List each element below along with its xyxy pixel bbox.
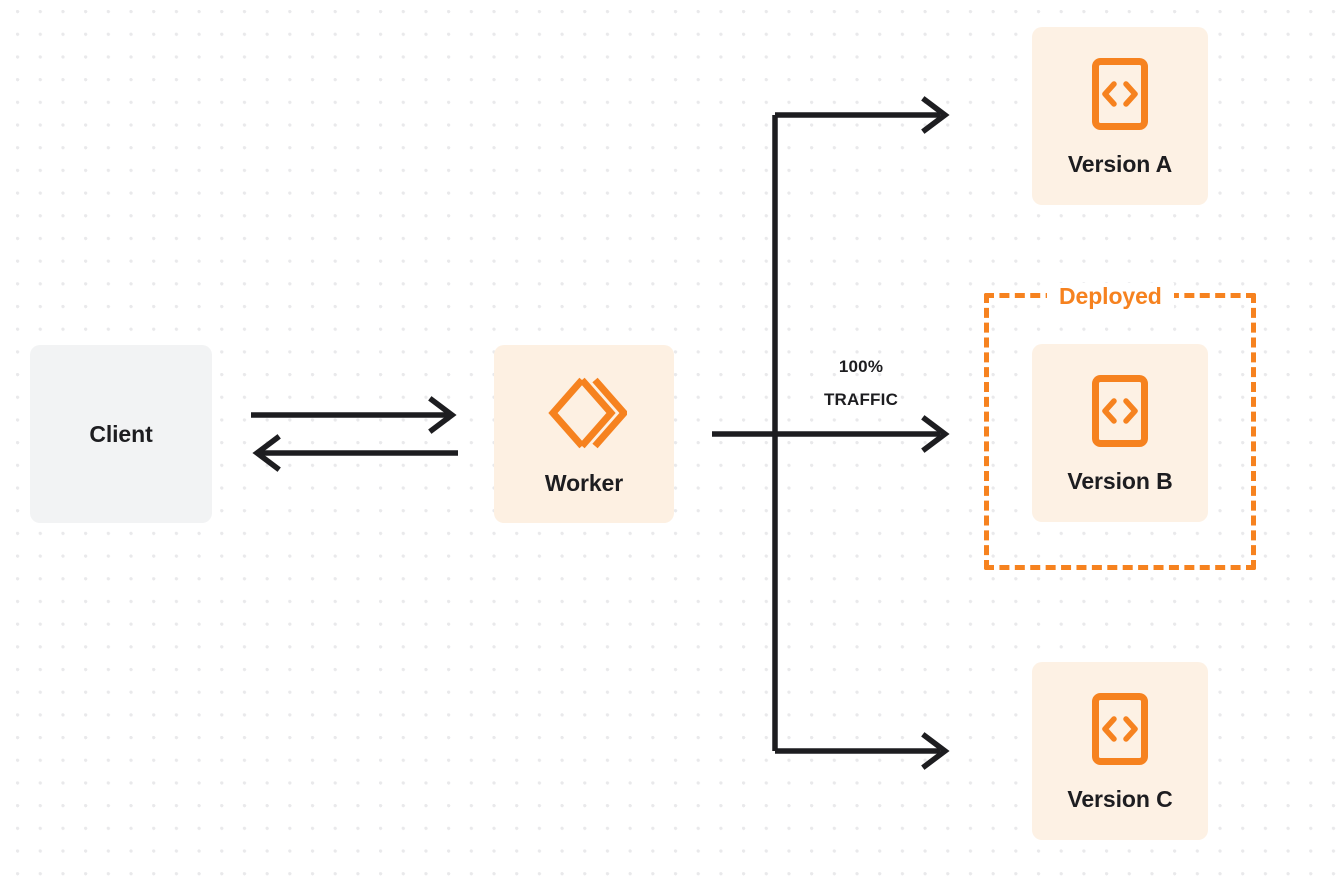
code-file-icon	[1091, 57, 1149, 131]
node-worker-label: Worker	[544, 469, 624, 496]
code-file-icon	[1091, 692, 1149, 766]
node-version-c[interactable]: Version C	[1032, 662, 1208, 840]
code-file-icon	[1091, 374, 1149, 448]
node-client-label: Client	[89, 420, 153, 447]
edge-worker-to-version-b	[712, 415, 950, 453]
deployed-badge: Deployed	[1047, 283, 1174, 309]
node-version-b-label: Version B	[1067, 467, 1173, 494]
edge-worker-to-client	[252, 434, 458, 472]
node-client[interactable]: Client	[30, 345, 212, 523]
edge-worker-to-version-c	[775, 732, 950, 770]
node-version-a-label: Version A	[1067, 150, 1173, 177]
node-version-c-label: Version C	[1067, 785, 1173, 812]
edge-client-to-worker	[251, 396, 457, 434]
edge-worker-to-version-a	[775, 96, 950, 134]
node-version-b[interactable]: Version B	[1032, 344, 1208, 522]
cloudflare-workers-logo-icon	[541, 374, 627, 452]
traffic-word: TRAFFIC	[823, 390, 899, 409]
traffic-percent: 100%	[838, 357, 884, 376]
node-version-a[interactable]: Version A	[1032, 27, 1208, 205]
node-worker[interactable]: Worker	[494, 345, 674, 523]
traffic-annotation: 100% TRAFFIC	[788, 350, 934, 416]
